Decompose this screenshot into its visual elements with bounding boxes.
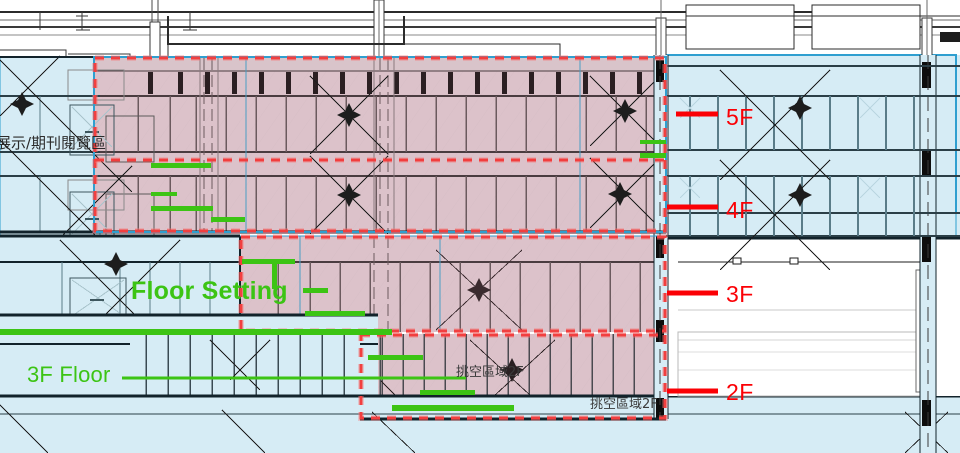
- selection-outline-upper: [93, 56, 667, 233]
- selection-outline-3f: [239, 235, 667, 333]
- floor-marker-leaders: [667, 111, 718, 394]
- selection-outline-2f: [359, 333, 667, 420]
- green-marker-group: [0, 140, 666, 411]
